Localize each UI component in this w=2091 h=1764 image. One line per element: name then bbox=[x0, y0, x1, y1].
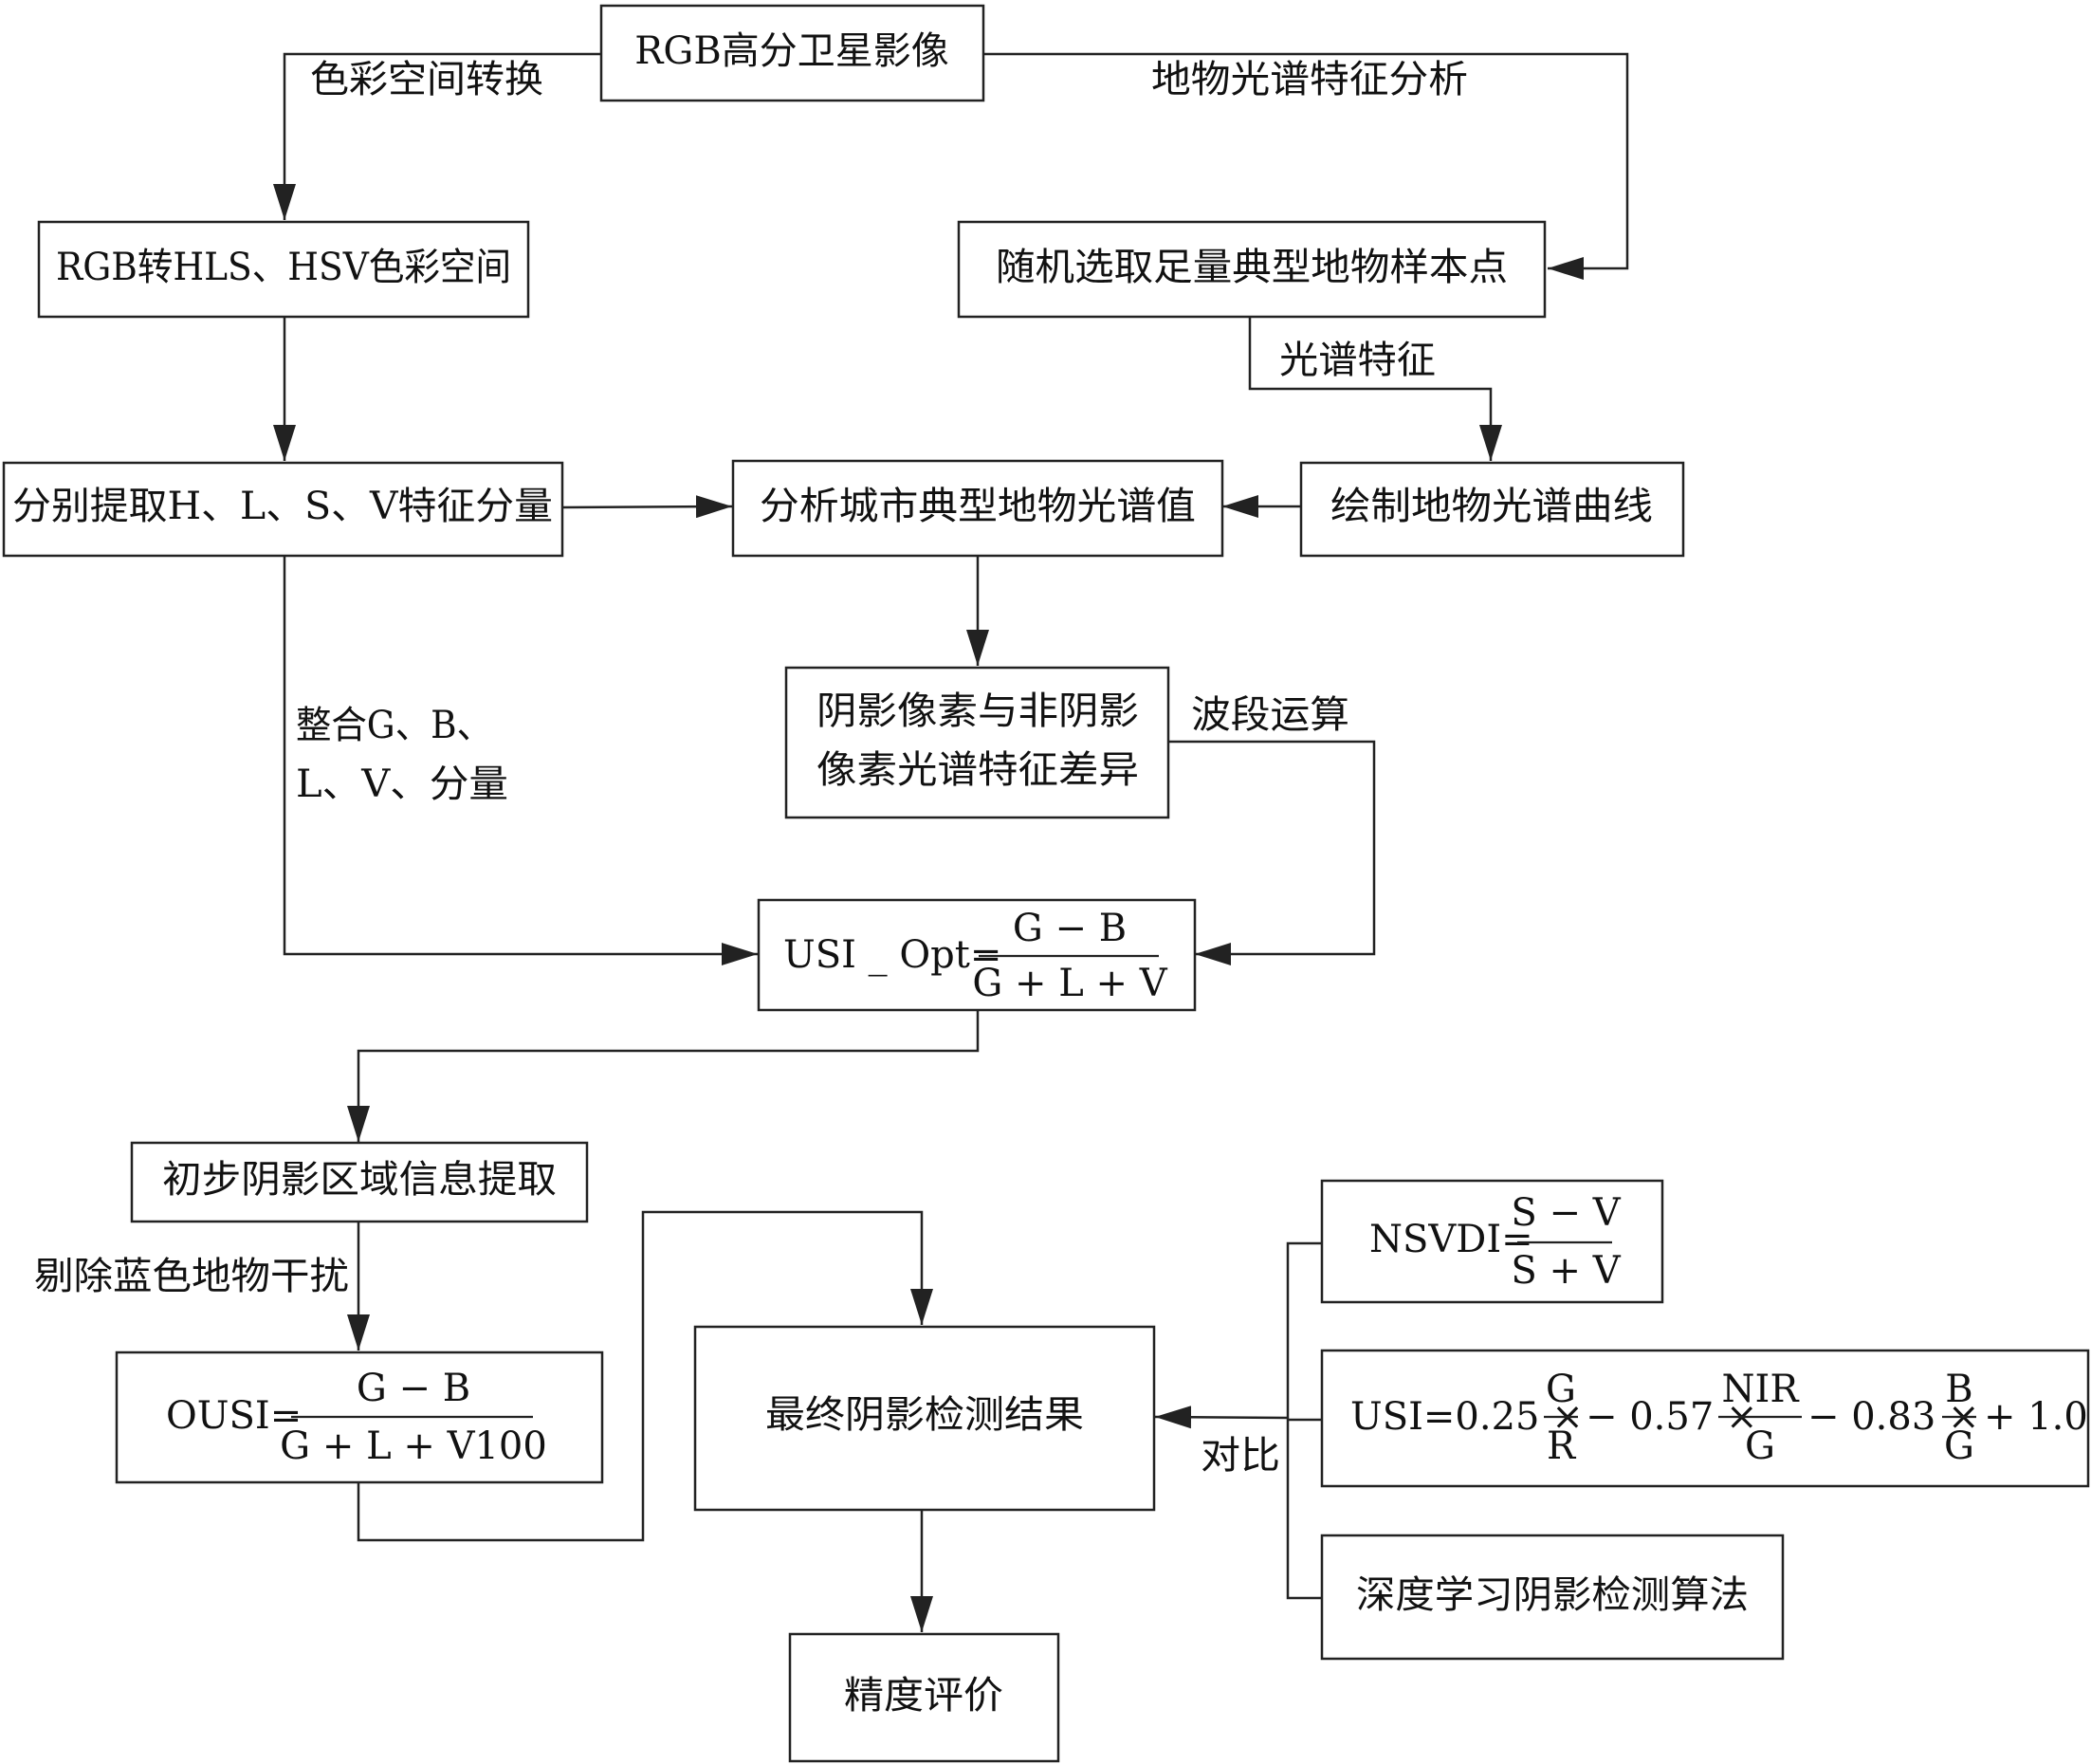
node-accuracy: 精度评价 bbox=[788, 1632, 1060, 1763]
ousi-denominator: G + L + V100 bbox=[280, 1424, 547, 1468]
label-band-math: 波段运算 bbox=[1191, 693, 1349, 737]
node-extract-hlsv-label: 分别提取H、L、S、V特征分量 bbox=[12, 485, 553, 528]
usi-opt-denominator: G + L + V bbox=[972, 962, 1167, 1005]
node-usi-opt: USI _ Opt= G − B G + L + V bbox=[757, 898, 1197, 1012]
nsvdi-lhs: NSVDI= bbox=[1369, 1218, 1533, 1261]
node-shadow-diff-line1: 阴影像素与非阴影 bbox=[816, 689, 1139, 733]
connectors bbox=[273, 52, 1629, 1632]
node-rgb-image-label: RGB高分卫星影像 bbox=[634, 29, 948, 73]
label-integrate-line1: 整合G、B、 bbox=[296, 704, 492, 747]
node-random-samples: 随机选取足量典型地物样本点 bbox=[957, 220, 1547, 319]
node-accuracy-label: 精度评价 bbox=[844, 1674, 1003, 1718]
nsvdi-numerator: S − V bbox=[1511, 1191, 1621, 1235]
label-spectral-analysis: 地物光谱特征分析 bbox=[1151, 58, 1468, 101]
usi-f1-numerator: G bbox=[1546, 1368, 1576, 1411]
node-extract-hlsv: 分别提取H、L、S、V特征分量 bbox=[2, 461, 564, 558]
edge-extract-to-analyze bbox=[561, 495, 733, 519]
edge-extract-to-usiopt bbox=[283, 556, 758, 965]
usi-f3-denominator: G bbox=[1944, 1424, 1974, 1468]
node-final-result: 最终阴影检测结果 bbox=[693, 1325, 1156, 1512]
usi-opt-lhs: USI _ Opt= bbox=[783, 933, 1001, 977]
ousi-lhs: OUSI= bbox=[166, 1394, 302, 1438]
edge-image-to-convert bbox=[273, 52, 601, 220]
node-initial-shadow-label: 初步阴影区域信息提取 bbox=[162, 1158, 557, 1202]
edge-image-to-samples bbox=[983, 52, 1629, 280]
node-color-convert: RGB转HLS、HSV色彩空间 bbox=[37, 220, 530, 319]
node-deep-learning: 深度学习阴影检测算法 bbox=[1320, 1534, 1785, 1661]
usi-opt-numerator: G − B bbox=[1013, 907, 1127, 950]
node-shadow-diff-line2: 像素光谱特征差异 bbox=[816, 748, 1139, 792]
edge-ousi-to-final bbox=[357, 1210, 933, 1542]
node-nsvdi: NSVDI= S − V S + V bbox=[1320, 1179, 1664, 1304]
node-analyze-spectra-label: 分析城市典型地物光谱值 bbox=[760, 485, 1196, 528]
node-final-result-label: 最终阴影检测结果 bbox=[765, 1393, 1084, 1437]
node-analyze-spectra: 分析城市典型地物光谱值 bbox=[731, 459, 1224, 558]
node-shadow-diff: 阴影像素与非阴影 像素光谱特征差异 bbox=[784, 666, 1170, 819]
node-random-samples-label: 随机选取足量典型地物样本点 bbox=[996, 246, 1508, 289]
label-integrate-line2: L、V、分量 bbox=[296, 763, 508, 806]
usi-f2-denominator: G bbox=[1745, 1424, 1775, 1468]
node-color-convert-label: RGB转HLS、HSV色彩空间 bbox=[56, 246, 511, 289]
node-deep-learning-label: 深度学习阴影检测算法 bbox=[1356, 1573, 1749, 1617]
label-remove-blue: 剔除蓝色地物干扰 bbox=[34, 1255, 349, 1298]
edge-compare-to-final bbox=[1154, 1406, 1289, 1429]
usi-f2-numerator: NIR bbox=[1722, 1368, 1801, 1411]
edge-diff-to-usiopt bbox=[1168, 740, 1376, 965]
node-ousi: OUSI= G − B G + L + V100 bbox=[115, 1351, 604, 1484]
usi-tail: + 1.0 bbox=[1984, 1395, 2088, 1439]
node-draw-curves-label: 绘制地物光谱曲线 bbox=[1330, 485, 1653, 528]
node-rgb-image: RGB高分卫星影像 bbox=[599, 4, 985, 102]
edge-samples-to-curves bbox=[1248, 317, 1502, 461]
ousi-numerator: G − B bbox=[357, 1367, 470, 1410]
usi-f1-denominator: R bbox=[1547, 1424, 1577, 1468]
label-compare: 对比 bbox=[1201, 1434, 1280, 1478]
label-color-space-conversion: 色彩空间转换 bbox=[310, 58, 543, 101]
edge-usiopt-to-initial bbox=[347, 1010, 980, 1142]
node-initial-shadow: 初步阴影区域信息提取 bbox=[130, 1141, 589, 1223]
label-spectral-features: 光谱特征 bbox=[1279, 339, 1436, 382]
nsvdi-denominator: S + V bbox=[1511, 1249, 1621, 1293]
node-usi: USI=0.25 × G R − 0.57 × NIR G − 0.83 × B… bbox=[1320, 1349, 2090, 1488]
edge-labels: 色彩空间转换 地物光谱特征分析 光谱特征 整合G、B、 L、V、分量 波段运算 … bbox=[34, 58, 1468, 1478]
usi-f3-numerator: B bbox=[1945, 1368, 1972, 1411]
node-draw-curves: 绘制地物光谱曲线 bbox=[1299, 461, 1685, 558]
